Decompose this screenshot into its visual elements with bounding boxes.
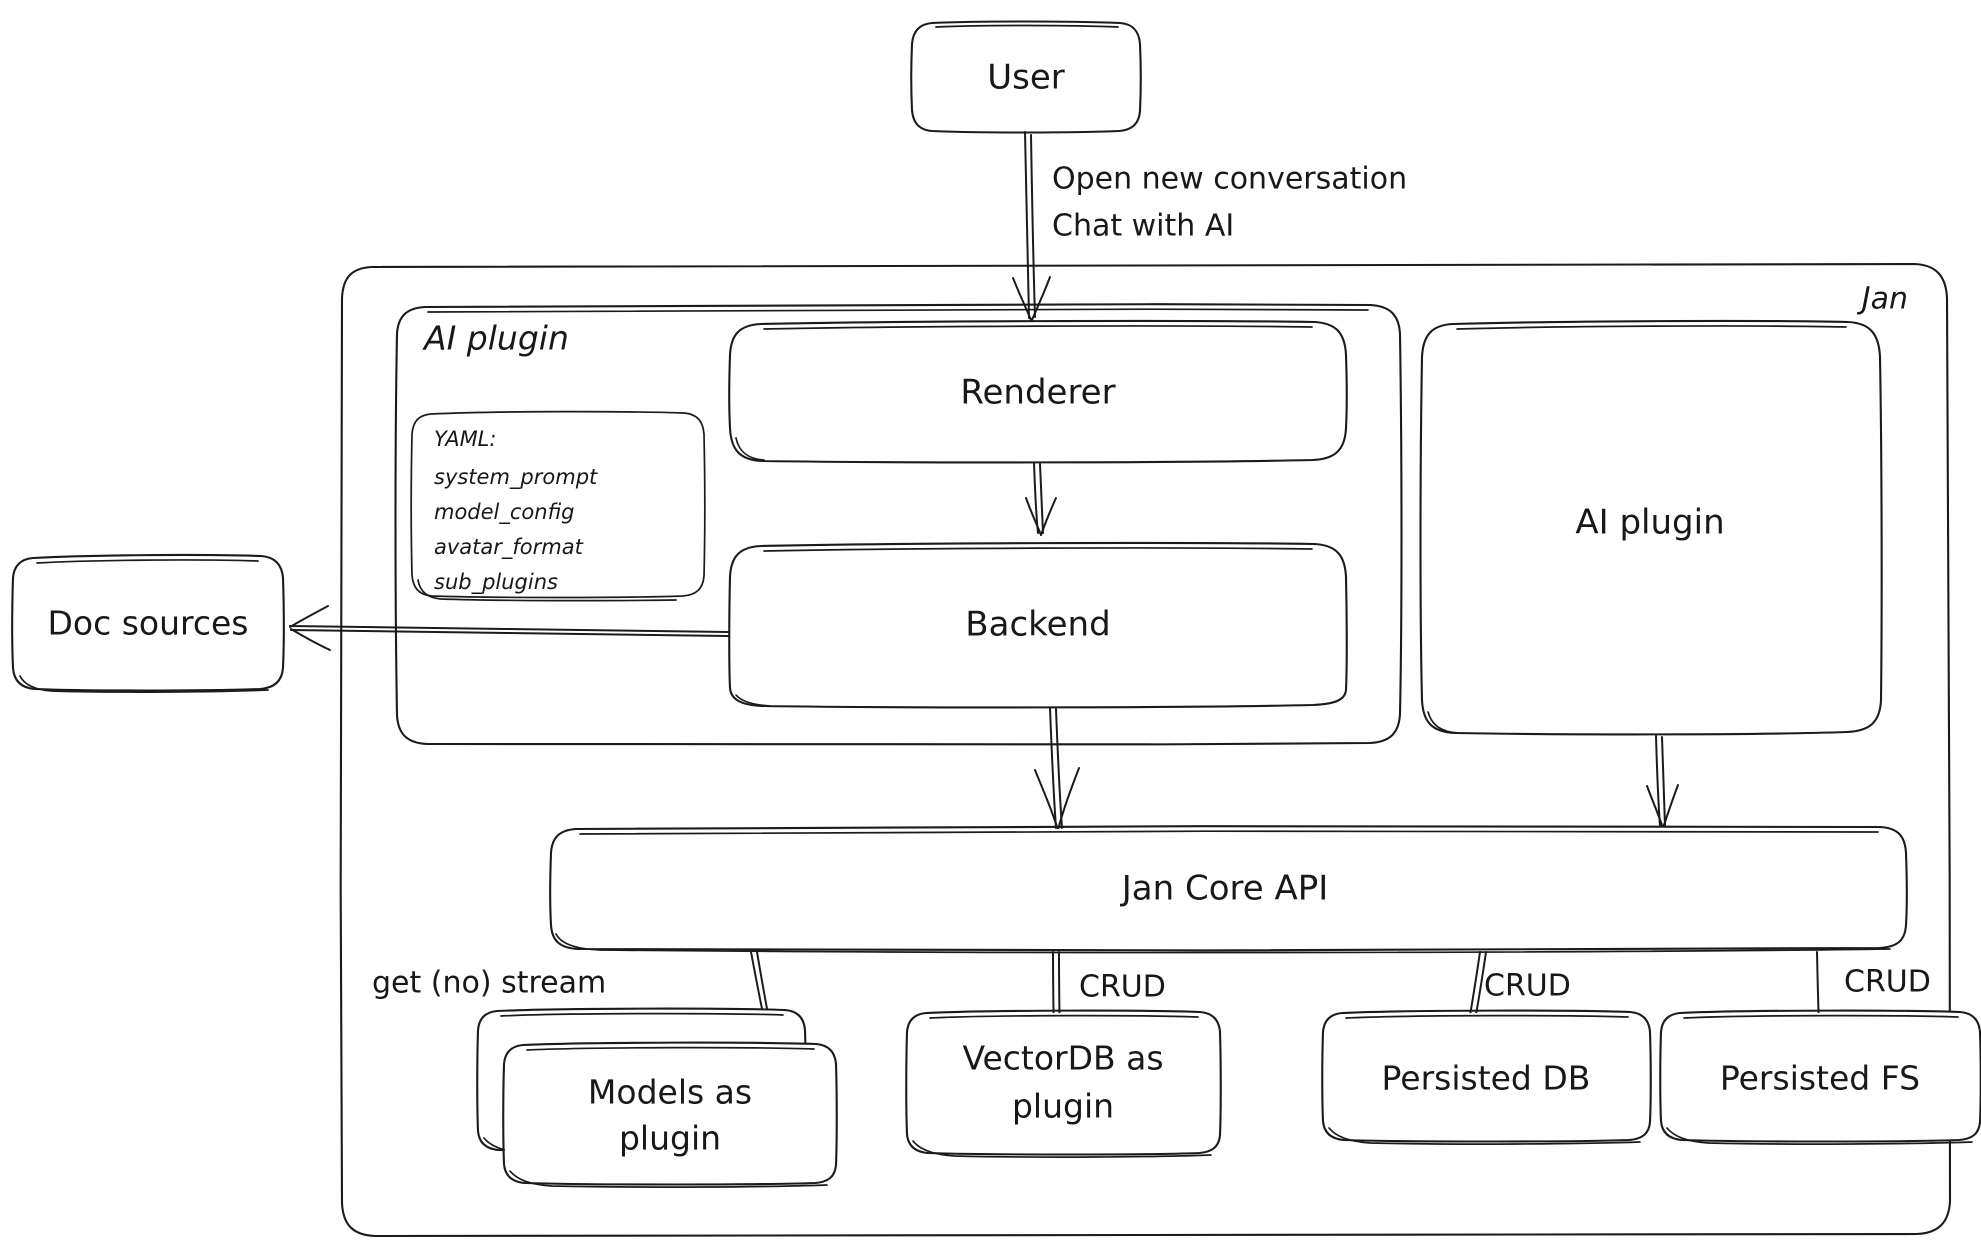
backend-label: Backend xyxy=(965,605,1110,645)
persisted-db-label: Persisted DB xyxy=(1382,1059,1591,1098)
models-plugin-label-line1: Models as xyxy=(588,1073,752,1112)
jan-container-label: Jan xyxy=(1857,282,1908,317)
jan-core-api-label: Jan Core API xyxy=(1120,869,1329,909)
vectordb-plugin-label-line2: plugin xyxy=(1012,1087,1114,1126)
edge-backend-to-core xyxy=(1034,707,1080,831)
backend-node[interactable] xyxy=(728,541,1348,709)
edge-ai-plugin-to-core xyxy=(1646,735,1679,829)
persisted-db-node[interactable] xyxy=(1321,1009,1652,1145)
vectordb-plugin-node[interactable] xyxy=(905,1009,1222,1158)
yaml-note-line-2: avatar_format xyxy=(434,535,584,560)
yaml-note xyxy=(410,410,706,602)
models-plugin-node[interactable] xyxy=(476,1007,838,1188)
user-label: User xyxy=(987,58,1065,98)
edge-backend-to-doc-sources xyxy=(289,605,729,651)
edge-core-to-vectordb-label: CRUD xyxy=(1079,970,1166,1005)
yaml-note-line-3: sub_plugins xyxy=(434,570,558,595)
yaml-note-line-0: system_prompt xyxy=(434,465,598,490)
edge-core-to-models-label: get (no) stream xyxy=(372,966,606,1001)
ai-plugin-node-label: AI plugin xyxy=(1575,503,1724,543)
persisted-fs-label: Persisted FS xyxy=(1720,1059,1920,1098)
renderer-label: Renderer xyxy=(960,373,1115,413)
yaml-note-line-1: model_config xyxy=(434,500,575,525)
vectordb-plugin-label-line1: VectorDB as xyxy=(962,1039,1163,1078)
renderer-node[interactable] xyxy=(728,319,1348,464)
edge-user-to-renderer-label-line2: Chat with AI xyxy=(1052,209,1234,244)
edge-renderer-to-backend xyxy=(1025,462,1057,536)
doc-sources-node[interactable] xyxy=(11,553,285,693)
edge-core-to-persisted-db-label: CRUD xyxy=(1484,969,1571,1004)
edge-user-to-renderer xyxy=(1012,131,1051,321)
edge-user-to-renderer-label-line1: Open new conversation xyxy=(1052,162,1407,197)
ai-plugin-node[interactable] xyxy=(1419,319,1883,736)
ai-plugin-group-label: AI plugin xyxy=(422,319,569,358)
models-plugin-label-line2: plugin xyxy=(619,1119,721,1158)
persisted-fs-node[interactable] xyxy=(1659,1009,1981,1145)
yaml-note-header: YAML: xyxy=(434,427,496,451)
doc-sources-label: Doc sources xyxy=(47,604,248,643)
user-node[interactable] xyxy=(910,20,1142,134)
edge-core-to-persisted-fs-label: CRUD xyxy=(1844,965,1931,1000)
jan-core-api-node[interactable] xyxy=(549,824,1908,954)
